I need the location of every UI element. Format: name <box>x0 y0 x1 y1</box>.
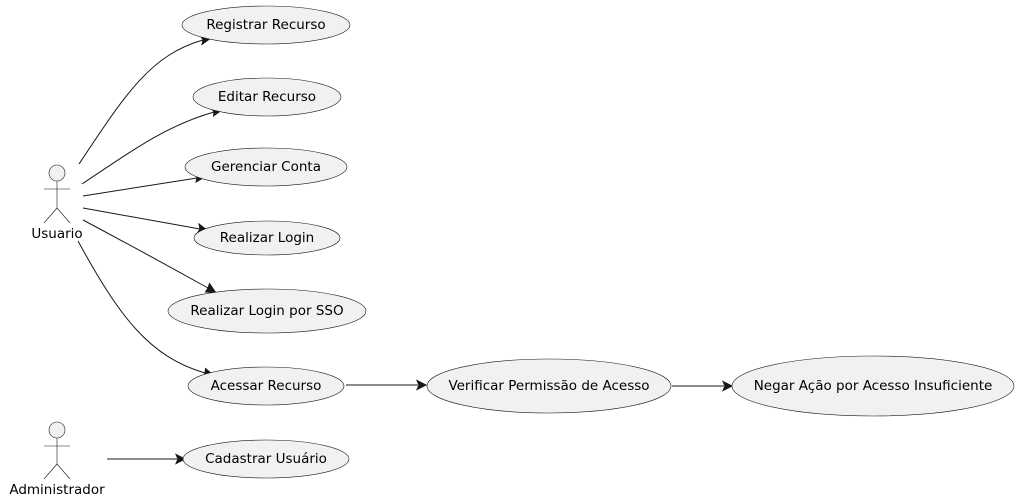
actor-administrador-label: Administrador <box>9 482 105 498</box>
usecase-gerenciar-conta[interactable]: Gerenciar Conta <box>184 147 348 187</box>
actor-usuario-left-leg <box>43 207 58 224</box>
usecase-realizar-login-sso[interactable]: Realizar Login por SSO <box>167 288 367 334</box>
usecase-realizar-login-shape <box>193 220 341 256</box>
arrowhead-negar <box>721 380 734 392</box>
relation-usuario-acessar <box>77 240 206 374</box>
usecase-realizar-login[interactable]: Realizar Login <box>193 220 341 256</box>
relation-usuario-login <box>82 207 201 230</box>
relation-usuario-registrar <box>78 39 204 165</box>
actor-administrador-left-leg <box>43 463 58 480</box>
usecase-registrar-recurso[interactable]: Registrar Recurso <box>181 5 351 45</box>
usecase-acessar-recurso-shape <box>187 366 345 406</box>
actor-administrador[interactable]: Administrador <box>9 421 105 498</box>
usecase-verificar-permissao-label: Verificar Permissão de Acesso <box>448 378 649 394</box>
relations-layer <box>77 39 724 460</box>
relation-usuario-login-sso <box>82 219 209 289</box>
usecase-gerenciar-conta-shape <box>184 147 348 187</box>
usecase-editar-recurso[interactable]: Editar Recurso <box>192 77 342 117</box>
usecase-gerenciar-conta-label: Gerenciar Conta <box>211 159 321 175</box>
usecase-cadastrar-usuario[interactable]: Cadastrar Usuário <box>182 439 350 479</box>
actor-usuario-label: Usuario <box>31 226 82 242</box>
actor-usuario-head <box>48 164 66 182</box>
usecase-registrar-recurso-shape <box>181 5 351 45</box>
usecase-realizar-login-sso-label: Realizar Login por SSO <box>190 303 343 319</box>
usecase-cadastrar-usuario-shape <box>182 439 350 479</box>
usecase-editar-recurso-shape <box>192 77 342 117</box>
actor-usuario-right-leg <box>56 207 71 224</box>
actor-usuario[interactable]: Usuario <box>31 164 83 242</box>
usecase-editar-recurso-label: Editar Recurso <box>218 89 316 105</box>
arrowhead-login-sso <box>204 282 218 294</box>
usecase-registrar-recurso-label: Registrar Recurso <box>206 17 325 33</box>
usecase-negar-acao-shape <box>731 355 1015 417</box>
relation-usuario-editar <box>81 111 215 185</box>
usecase-verificar-permissao-shape <box>426 358 672 414</box>
relation-usuario-gerenciar <box>82 177 198 197</box>
usecase-acessar-recurso[interactable]: Acessar Recurso <box>187 366 345 406</box>
usecase-realizar-login-sso-shape <box>167 288 367 334</box>
usecase-acessar-recurso-label: Acessar Recurso <box>211 378 322 394</box>
actor-administrador-right-leg <box>56 463 71 480</box>
arrowhead-cadastrar <box>174 453 187 465</box>
usecase-cadastrar-usuario-label: Cadastrar Usuário <box>205 451 327 467</box>
usecase-verificar-permissao[interactable]: Verificar Permissão de Acesso <box>426 358 672 414</box>
usecase-negar-acao-label: Negar Ação por Acesso Insuficiente <box>754 378 993 394</box>
usecase-negar-acao[interactable]: Negar Ação por Acesso Insuficiente <box>731 355 1015 417</box>
actor-administrador-head <box>48 421 66 439</box>
arrowhead-verificar <box>415 379 428 391</box>
usecase-realizar-login-label: Realizar Login <box>220 230 314 246</box>
